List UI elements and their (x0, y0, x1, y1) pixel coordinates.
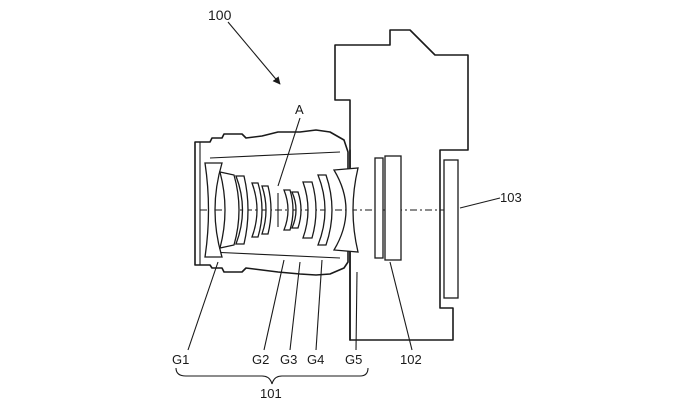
element-103-panel (443, 159, 459, 299)
lens-g3-front (283, 189, 294, 231)
leader-G5 (355, 271, 358, 351)
leader-G4 (315, 259, 323, 351)
label-G1: G1 (172, 352, 189, 367)
label-102: 102 (400, 352, 422, 367)
leader-102 (389, 261, 413, 351)
leader-A (277, 117, 301, 187)
lens-g1-second (219, 171, 240, 249)
element-102-plate (384, 155, 402, 261)
label-G3: G3 (280, 352, 297, 367)
leader-G1 (187, 261, 219, 351)
lens-g3-rear (291, 191, 302, 229)
lens-g4-front (302, 181, 317, 239)
barrel-inner-line (209, 151, 341, 159)
lens-barrel (194, 129, 349, 276)
lens-g5 (332, 167, 359, 253)
barrel-inner-line-low (209, 251, 341, 259)
lens-g2-front (251, 182, 263, 238)
lens-g4-rear (317, 174, 333, 246)
label-A: A (295, 102, 304, 117)
element-102-filter (374, 157, 384, 259)
label-101: 101 (260, 386, 282, 401)
label-G2: G2 (252, 352, 269, 367)
label-103: 103 (500, 190, 522, 205)
leader-100 (227, 21, 281, 85)
label-G5: G5 (345, 352, 362, 367)
lens-g1-front (204, 162, 223, 258)
leader-103 (459, 197, 501, 209)
lens-g2-rear (261, 185, 272, 235)
leader-G3 (289, 261, 301, 351)
leader-G2 (263, 259, 285, 351)
brace-101 (175, 367, 369, 385)
lens-g1-third (235, 175, 249, 245)
label-100: 100 (208, 7, 232, 23)
label-G4: G4 (307, 352, 324, 367)
